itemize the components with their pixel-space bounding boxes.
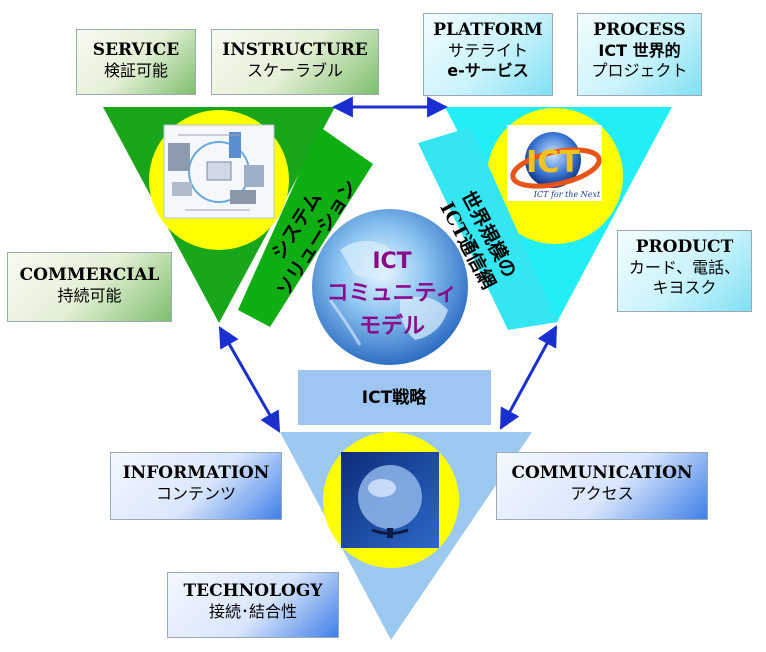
communication-subtitle: アクセス [570,484,634,504]
information-box: INFORMATION コンテンツ [110,452,282,520]
process-title: PROCESS [593,20,686,40]
arrow-left [218,326,281,433]
product-subtitle-1: カード、電話、 [628,258,741,278]
instructure-box: INSTRUCTURE スケーラブル [211,29,379,95]
service-title: SERVICE [92,40,180,60]
information-title: INFORMATION [122,463,270,483]
logo-tagline: ICT for the Next [533,190,601,199]
logo-text: ICT [526,145,580,180]
platform-title: PLATFORM [433,20,543,40]
process-box: PROCESS ICT 世界的 プロジェクト [577,13,702,96]
center-title-line-1: ICT [372,249,411,274]
strategy-box [298,370,491,425]
center-title-line-2: コミュニティ [327,281,458,306]
technology-title: TECHNOLOGY [183,581,323,601]
commercial-title: COMMERCIAL [19,265,160,285]
center-title-line-3: モデル [359,313,425,339]
product-box: PRODUCT カード、電話、 キヨスク [617,230,752,312]
arrow-right [499,325,558,430]
communication-box: COMMUNICATION アクセス [496,452,708,520]
platform-subtitle-2: e-サービス [447,61,529,81]
global-network-band [418,127,558,330]
strategy-label: ICT戦略 [362,387,427,408]
central-globe [312,209,468,365]
communication-title: COMMUNICATION [511,463,693,483]
service-box: SERVICE 検証可能 [76,29,196,95]
product-subtitle-2: キヨスク [652,278,717,298]
technology-box: TECHNOLOGY 接続･結合性 [167,572,339,638]
information-subtitle: コンテンツ [155,484,236,504]
service-subtitle: 検証可能 [103,61,168,81]
system-diagram-image [163,124,275,219]
process-subtitle-1: ICT 世界的 [598,41,681,61]
commercial-box: COMMERCIAL 持続可能 [7,252,172,322]
technology-subtitle: 接続･結合性 [208,602,297,622]
commercial-subtitle: 持続可能 [57,286,122,306]
platform-box: PLATFORM サテライト e-サービス [423,13,553,96]
instructure-title: INSTRUCTURE [222,40,368,60]
platform-subtitle-1: サテライト [447,41,528,61]
instructure-subtitle: スケーラブル [246,61,343,81]
ict-logo-image: ICT ICT for the Next [507,125,602,201]
globe-photo-image [341,452,439,548]
process-subtitle-2: プロジェクト [591,61,688,81]
product-title: PRODUCT [635,237,734,257]
system-solution-band [238,127,373,327]
